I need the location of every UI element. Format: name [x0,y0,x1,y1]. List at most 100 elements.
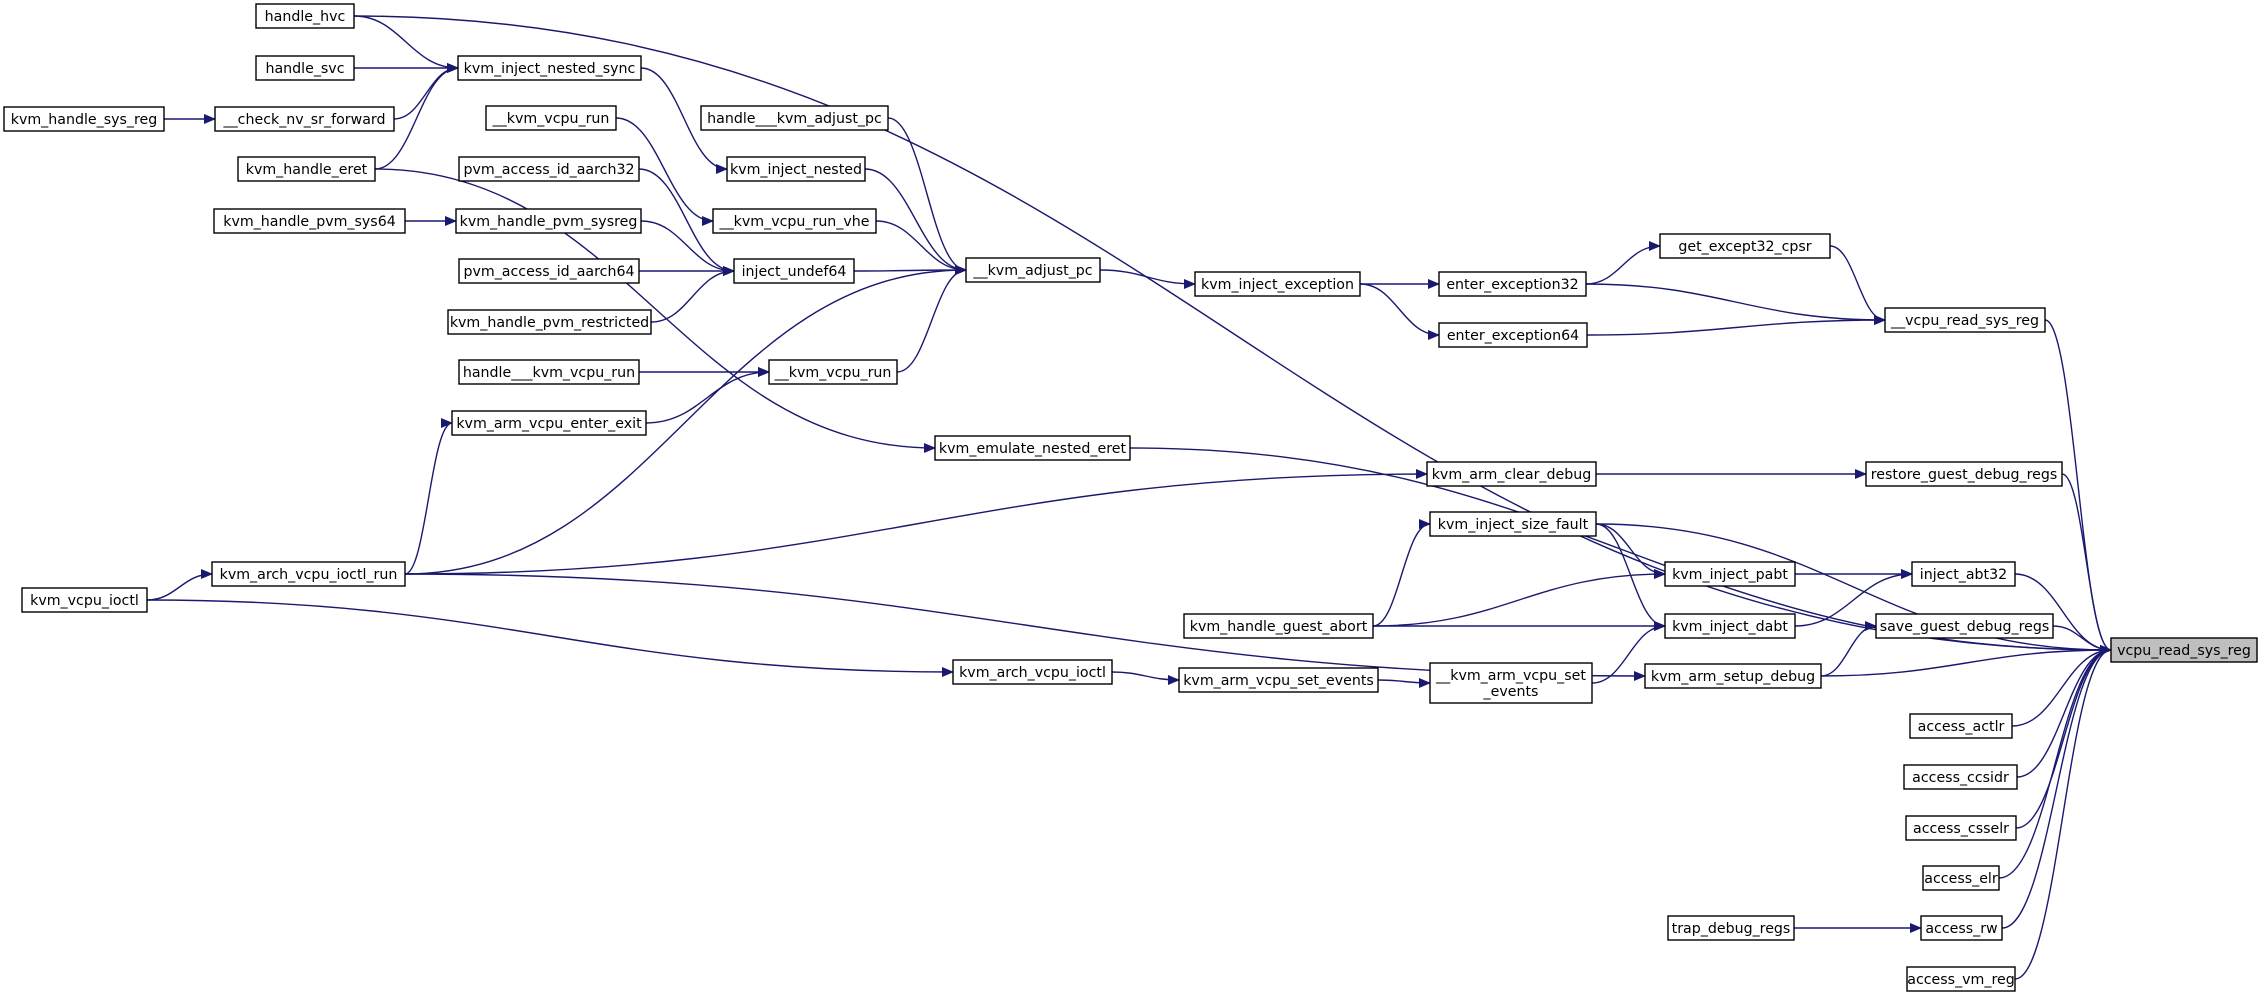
node-label: trap_debug_regs [1672,921,1791,937]
node-box [1667,915,1795,941]
edge-access_rw-to-vcpu_read_sys_reg [2001,645,2112,929]
node-trap-debug-regs[interactable]: trap_debug_regs [1667,915,1795,941]
node-kvm-inject-nested[interactable]: kvm_inject_nested [726,156,866,182]
edge-access_elr-to-vcpu_read_sys_reg [1998,645,2112,879]
node-kvm-handle-pvm-sys64[interactable]: kvm_handle_pvm_sys64 [213,208,406,234]
node-kvm-handle-guest-abort[interactable]: kvm_handle_guest_abort [1183,613,1374,639]
edge-path [1377,677,1431,688]
node-inject-undef64[interactable]: inject_undef64 [733,258,855,284]
node-handle-kvm-vcpu-run[interactable]: handle___kvm_vcpu_run [458,359,640,385]
edge-kvm_inject_dabt-to-inject_abt32 [1794,569,1913,627]
node-label: enter_exception32 [1446,277,1578,293]
node-box [237,156,376,182]
node-label: access_vm_reg [1907,972,2014,988]
node-handle-svc[interactable]: handle_svc [255,55,355,81]
node-kvm-arm-vcpu-enter-exit[interactable]: kvm_arm_vcpu_enter_exit [451,410,647,436]
node-label: access_actlr [1918,719,2005,735]
node-label: _events [1483,684,1539,700]
edge-enter_exception32-to-vcpu_read_sys_reg_underscore [1585,283,1886,325]
node-box [3,106,165,132]
node-access-actlr[interactable]: access_actlr [1909,713,2013,739]
node-label: access_csselr [1913,821,2009,837]
node-box [21,587,148,613]
node-inject-abt32[interactable]: inject_abt32 [1911,561,2016,587]
node-save-guest-debug-regs[interactable]: save_guest_debug_regs [1875,613,2054,639]
node-kvm-arch-vcpu-ioctl[interactable]: kvm_arch_vcpu_ioctl [952,659,1113,685]
node-label: restore_guest_debug_regs [1871,467,2057,483]
node-access-vm-reg[interactable]: access_vm_reg [1906,966,2016,992]
node-handle-kvm-adjust-pc[interactable]: handle___kvm_adjust_pc [700,105,889,131]
node-kvm-adjust-pc[interactable]: __kvm_adjust_pc [965,257,1101,283]
node-box [1903,764,2018,790]
node-kvm-handle-pvm-sysreg[interactable]: kvm_handle_pvm_sysreg [455,208,642,234]
edge-path [638,168,735,276]
node-kvm-arm-setup-debug[interactable]: kvm_arm_setup_debug [1644,663,1822,689]
edge-pvm_access_id_aarch32-to-inject_undef64 [638,168,735,276]
edge-access_actlr-to-vcpu_read_sys_reg [2011,645,2112,727]
node-box [1178,667,1379,693]
node-box [1875,613,2054,639]
edge-kvm_handle_pvm_sysreg-to-inject_undef64 [640,220,735,276]
node-kvm-emulate-nested-eret[interactable]: kvm_emulate_nested_eret [934,435,1131,461]
node-label: kvm_handle_sys_reg [11,112,158,128]
node-box [1905,815,2017,841]
node-label: kvm_inject_exception [1201,277,1354,293]
node-kvm-inject-pabt[interactable]: kvm_inject_pabt [1664,561,1796,587]
node-kvm-arm-vcpu-set-events[interactable]: kvm_arm_vcpu_set_events [1178,667,1379,693]
node-kvm-inject-exception[interactable]: kvm_inject_exception [1194,271,1361,297]
node-kvm-vcpu-run-2[interactable]: __kvm_vcpu_run [768,359,898,385]
node-access-rw[interactable]: access_rw [1920,915,2003,941]
edge-path [1595,523,2112,655]
node-enter-exception64[interactable]: enter_exception64 [1438,322,1588,348]
node-access-ccsidr[interactable]: access_ccsidr [1903,764,2018,790]
node-kvm-arm-clear-debug[interactable]: kvm_arm_clear_debug [1426,461,1597,487]
node-box [458,359,640,385]
node-label: access_rw [1925,921,1997,937]
edge-kvm_arch_vcpu_ioctl_run-to-kvm_arm_vcpu_enter_exit [404,418,453,575]
node-kvm-handle-pvm-restricted[interactable]: kvm_handle_pvm_restricted [447,309,652,335]
node-check-nv-sr-forward[interactable]: __check_nv_sr_forward [214,106,395,132]
edge-kvm_arch_vcpu_ioctl_run-to-kvm_adjust_pc [404,265,967,575]
node-enter-exception32[interactable]: enter_exception32 [1438,271,1587,297]
node-restore-guest-debug-regs[interactable]: restore_guest_debug_regs [1865,461,2063,487]
node-label: enter_exception64 [1447,328,1579,344]
node-kvm-inject-size-fault[interactable]: kvm_inject_size_fault [1429,511,1597,537]
node-get-except32-cpsr[interactable]: get_except32_cpsr [1659,233,1831,259]
node-vcpu-read-sys-reg-underscore[interactable]: __vcpu_read_sys_reg [1884,307,2046,333]
node-box [965,257,1101,283]
node-kvm-arch-vcpu-ioctl-run[interactable]: kvm_arch_vcpu_ioctl_run [211,561,406,587]
edge-path [1111,671,1180,685]
node-handle-hvc[interactable]: handle_hvc [255,3,355,29]
node-box [458,258,640,284]
node-label: get_except32_cpsr [1678,239,1811,255]
node-box [1865,461,2063,487]
node-access-csselr[interactable]: access_csselr [1905,815,2017,841]
node-box [214,106,395,132]
node-kvm-inject-dabt[interactable]: kvm_inject_dabt [1664,613,1796,639]
node-kvm-handle-sys-reg[interactable]: kvm_handle_sys_reg [3,106,165,132]
edge-kvm_arm_vcpu_set_events_underscore-to-kvm_inject_dabt [1591,621,1666,684]
edge-path [1099,269,1196,289]
node-box [1911,561,2016,587]
node-kvm-vcpu-run-underscore[interactable]: __kvm_vcpu_run [485,105,617,131]
node-kvm-vcpu-ioctl[interactable]: kvm_vcpu_ioctl [21,587,148,613]
node-access-elr[interactable]: access_elr [1922,865,2000,891]
edge-path [353,15,459,73]
edge-path [1595,523,1666,579]
edge-path [1372,569,1666,627]
node-kvm-arm-vcpu-set-events-underscore[interactable]: __kvm_arm_vcpu_set_events [1429,662,1593,704]
edge-kvm_arm_setup_debug-to-vcpu_read_sys_reg [1820,645,2112,677]
edge-kvm_vcpu_run_underscore-to-kvm_vcpu_run_vhe [615,117,714,226]
edge-kvm_vcpu_run_vhe-to-kvm_adjust_pc [875,220,967,275]
node-label: kvm_emulate_nested_eret [939,441,1127,457]
node-pvm-access-id-aarch64[interactable]: pvm_access_id_aarch64 [458,258,640,284]
node-kvm-vcpu-run-vhe[interactable]: __kvm_vcpu_run_vhe [712,208,877,234]
node-kvm-handle-eret[interactable]: kvm_handle_eret [237,156,376,182]
edge-path [864,168,967,275]
node-vcpu-read-sys-reg[interactable]: vcpu_read_sys_reg [2110,637,2258,663]
edge-path [374,168,936,453]
edge-kvm_vcpu_ioctl-to-kvm_arch_vcpu_ioctl_run [146,569,213,601]
node-kvm-inject-nested-sync[interactable]: kvm_inject_nested_sync [457,55,642,81]
node-pvm-access-id-aarch32[interactable]: pvm_access_id_aarch32 [458,156,640,182]
node-label: access_ccsidr [1912,770,2009,786]
